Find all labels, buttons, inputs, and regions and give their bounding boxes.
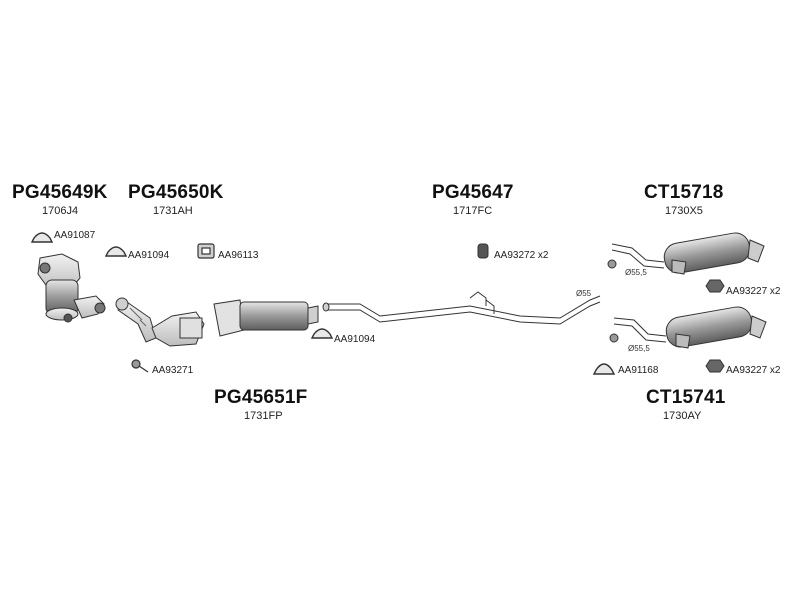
rubber-mount-icon <box>705 359 725 373</box>
upper-rear-muffler-drawing <box>607 232 765 275</box>
part-code-label: PG45650K <box>128 182 224 203</box>
part-code-label: PG45647 <box>432 182 514 203</box>
part-ref-label: 1731AH <box>153 205 193 217</box>
accessory-label: AA91094 <box>128 250 170 261</box>
accessory-label: AA91168 <box>618 365 659 376</box>
part-code-label: CT15718 <box>644 182 724 203</box>
diameter-label: Ø55,5 <box>628 344 650 353</box>
part-ref-label: 1730AY <box>663 410 702 422</box>
part-ref-label: 1706J4 <box>42 205 79 217</box>
accessory-label: AA93271 <box>152 365 194 376</box>
part-code-label: PG45649K <box>12 182 108 203</box>
diameter-label: Ø55,5 <box>625 268 647 277</box>
front-pipe-drawing <box>115 297 205 347</box>
particulate-filter-drawing <box>213 299 319 337</box>
catalytic-converter-drawing <box>37 253 106 323</box>
part-ref-label: 1730X5 <box>665 205 703 217</box>
accessory-label: AA91087 <box>54 230 96 241</box>
accessory-label: AA93227 x2 <box>726 286 781 297</box>
part-ref-label: 1731FP <box>244 410 283 422</box>
diameter-label: Ø55 <box>576 289 592 298</box>
clamp-icon <box>310 328 334 339</box>
bolt-icon <box>131 359 149 373</box>
accessory-label: AA93272 x2 <box>494 250 549 261</box>
middle-pipe-drawing <box>322 291 601 325</box>
accessory-label: AA91094 <box>334 334 376 345</box>
part-ref-label: 1717FC <box>453 205 493 217</box>
accessory-label: AA93227 x2 <box>726 365 781 376</box>
clamp-icon <box>592 363 616 375</box>
gasket-icon <box>197 243 215 259</box>
part-code-label: CT15741 <box>646 387 726 408</box>
rubber-mount-icon <box>705 279 725 293</box>
clamp-icon <box>30 232 54 243</box>
clamp-icon <box>104 246 128 257</box>
accessory-label: AA96113 <box>218 250 259 261</box>
rubber-mount-icon <box>477 243 489 259</box>
part-code-label: PG45651F <box>214 387 308 408</box>
lower-rear-muffler-drawing <box>609 306 767 349</box>
